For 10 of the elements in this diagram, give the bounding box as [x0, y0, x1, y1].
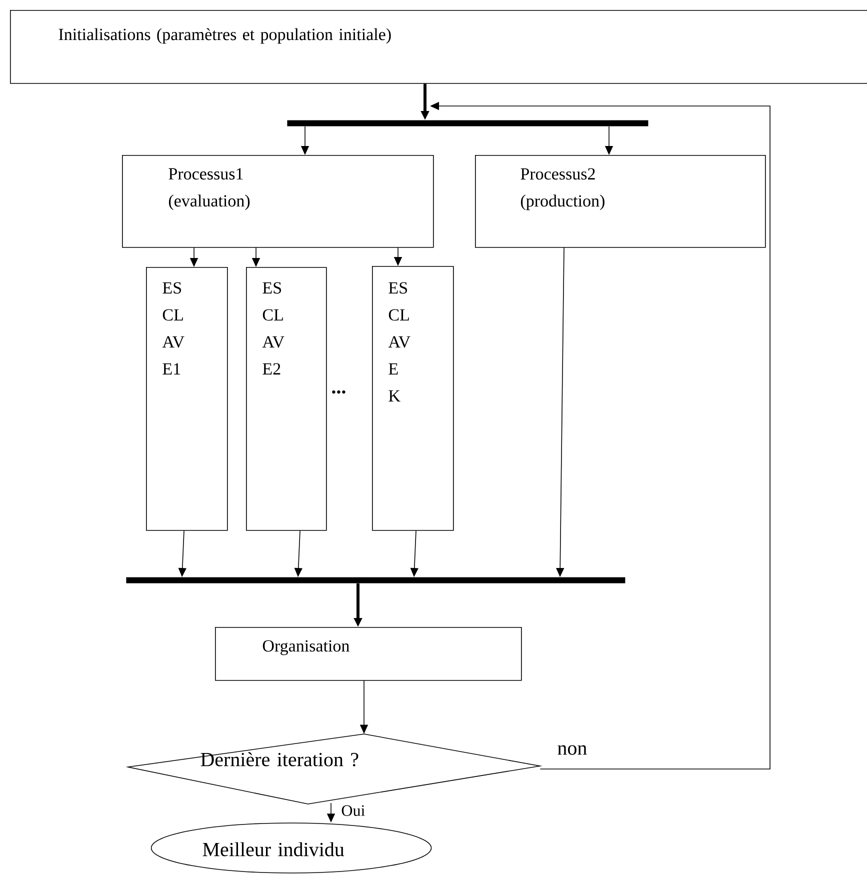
process-box: ES CL AV E1 [146, 267, 228, 531]
process-box: Organisation [215, 627, 522, 681]
process-box: Processus2 (production) [475, 155, 766, 248]
edge-label: Oui [340, 804, 366, 817]
edge-label: non [556, 744, 588, 756]
process-box: Initialisations (paramètres et population initiale) [10, 10, 867, 84]
process-box: ES CL AV E2 [246, 267, 327, 531]
ellipsis: ... [332, 390, 346, 394]
process-box: Processus1 (evaluation) [122, 155, 434, 248]
process-box: ES CL AV E K [372, 266, 454, 531]
